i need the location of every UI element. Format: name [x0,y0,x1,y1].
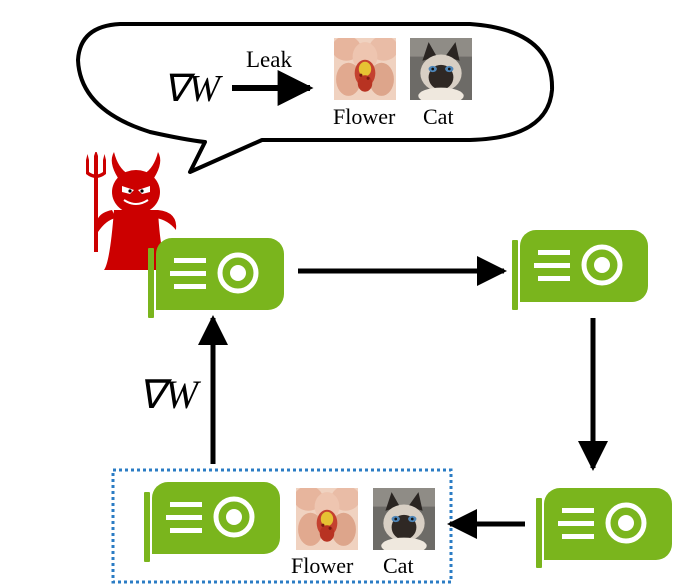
local-flower-thumbnail [296,488,358,550]
local-cat-label: Cat [383,553,414,578]
gpu-bottom-left [144,482,280,562]
gpu-bottom-right [536,488,672,568]
speech-bubble: ∇W Leak Flower Cat [76,22,555,174]
gpu-top-left [148,238,284,318]
flower-thumbnail [334,38,396,100]
local-cat-thumbnail [373,488,435,550]
bubble-flower-label: Flower [333,104,396,129]
bubble-leak-label: Leak [246,47,292,72]
bubble-cat-label: Cat [423,104,454,129]
gradient-label: ∇W [138,372,202,417]
bubble-gradient-symbol: ∇W [163,68,223,110]
local-node-box [111,468,453,584]
cat-thumbnail [410,38,472,100]
local-flower-label: Flower [291,553,354,578]
gpu-top-right [512,230,648,310]
